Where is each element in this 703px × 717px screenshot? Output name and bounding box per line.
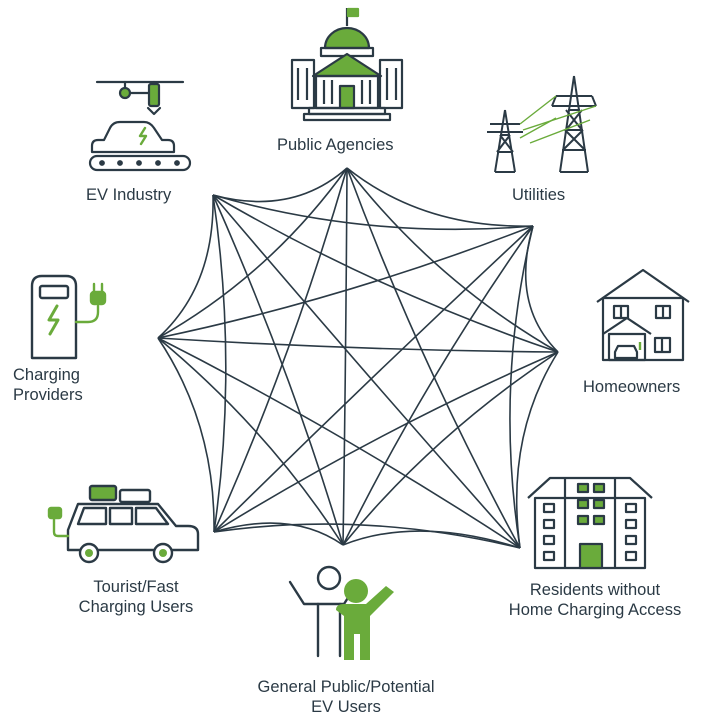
- connection-line: [342, 351, 559, 546]
- connection-line: [509, 225, 534, 549]
- label-tourist-fast-charging: Tourist/Fast Charging Users: [78, 578, 194, 616]
- connection-line: [157, 337, 559, 353]
- connection-line: [524, 225, 559, 353]
- connection-line: [212, 194, 227, 533]
- power-tower-icon: [487, 75, 597, 173]
- label-charging-providers: Charging Providers: [13, 366, 83, 404]
- connection-line: [213, 522, 344, 546]
- apartment-building-icon: [527, 476, 653, 570]
- connection-line: [346, 167, 521, 549]
- connection-line: [157, 337, 215, 533]
- label-public-agencies: Public Agencies: [277, 136, 394, 154]
- connection-line: [212, 194, 534, 231]
- connection-line: [212, 194, 521, 549]
- government-building-icon: [290, 7, 404, 122]
- connection-line: [342, 167, 348, 546]
- label-homeowners: Homeowners: [583, 378, 681, 396]
- connection-line: [213, 167, 348, 533]
- car-assembly-icon: [88, 80, 192, 172]
- connection-line: [213, 523, 521, 549]
- connection-line: [515, 351, 559, 549]
- connection-line: [213, 351, 559, 533]
- connection-line: [212, 167, 348, 203]
- connection-line: [213, 225, 534, 533]
- connection-line: [342, 530, 521, 549]
- connection-line: [157, 167, 348, 339]
- label-general-public: General Public/Potential EV Users: [257, 678, 435, 716]
- people-waving-icon: [288, 565, 394, 660]
- connection-line: [157, 337, 344, 546]
- connection-line: [342, 225, 534, 546]
- connection-line: [212, 194, 344, 546]
- connection-line: [157, 194, 214, 339]
- connection-line: [212, 194, 559, 353]
- connection-line: [346, 167, 559, 353]
- label-utilities: Utilities: [512, 186, 566, 204]
- charging-station-icon: [30, 274, 107, 360]
- connection-line: [346, 167, 534, 227]
- network-lines: [157, 167, 559, 549]
- electric-car-with-luggage-icon: [47, 484, 200, 564]
- label-residents-without-home-charging: Residents without Home Charging Access: [508, 581, 682, 619]
- label-ev-industry: EV Industry: [86, 186, 172, 204]
- connection-line: [157, 225, 534, 339]
- house-with-ev-icon: [596, 268, 690, 362]
- connection-line: [157, 337, 521, 549]
